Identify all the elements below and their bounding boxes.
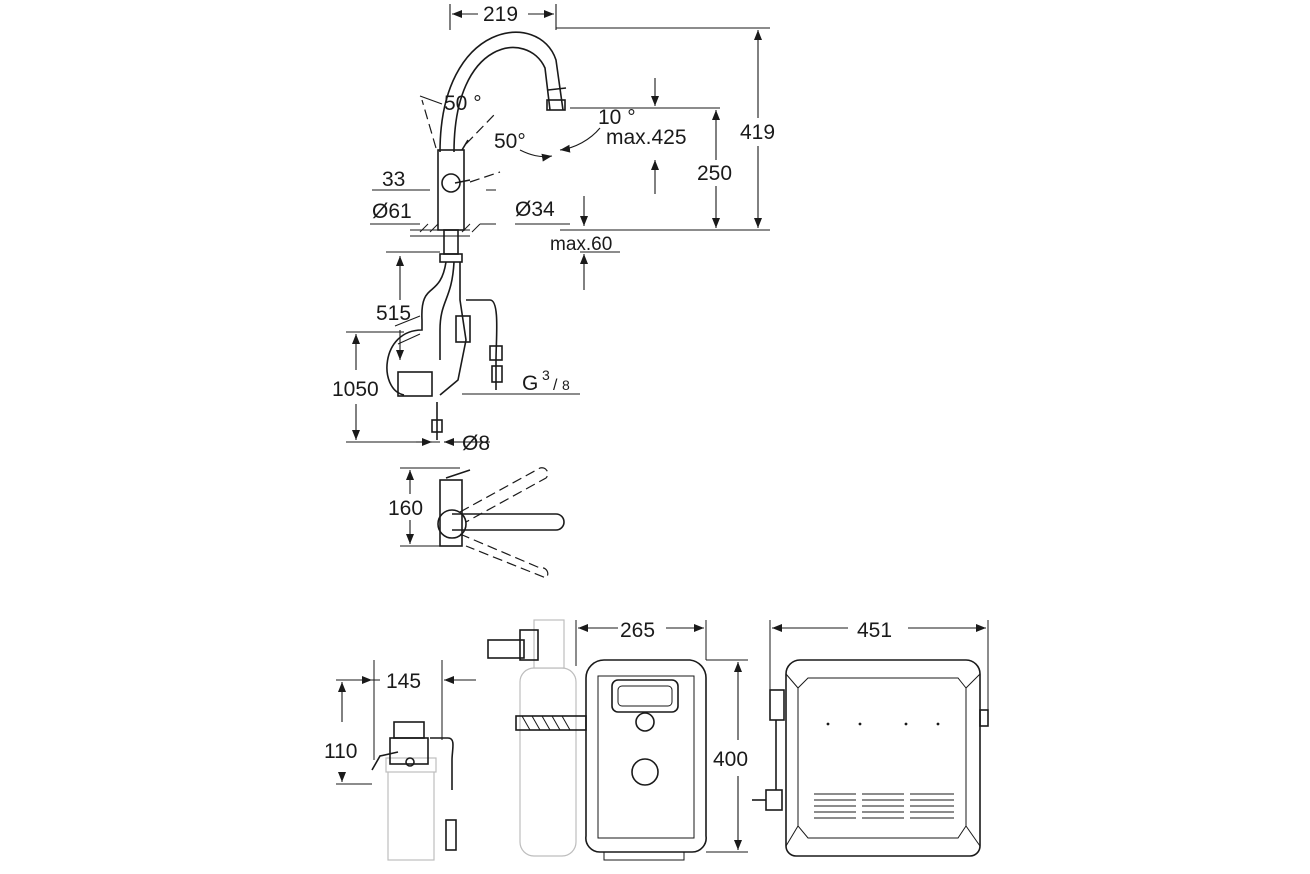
pipe-diameter-label: Ø8 (462, 432, 490, 455)
max-thickness-label: max.60 (550, 234, 612, 255)
chiller-width-label: 451 (857, 619, 892, 642)
faucet-side-view (386, 31, 567, 440)
tilt-label: 10 ° (598, 106, 636, 129)
faucet-width-label: 219 (483, 3, 518, 26)
connection-num-label: 3 (542, 367, 550, 383)
total-length-label: 1050 (332, 378, 379, 401)
angle-right-label: 50° (494, 130, 526, 153)
hose-length-label: 515 (376, 302, 411, 325)
hole-diameter-label: Ø34 (515, 198, 555, 221)
connection-label: G (522, 372, 538, 395)
max-height-label: max.425 (606, 126, 687, 149)
connection-slash: / (553, 377, 558, 394)
chiller-front-view (752, 620, 989, 857)
angle-left-label: 50 ° (444, 92, 482, 115)
dimension-labels: 219 50 ° 50° 10 ° max.425 250 419 33 Ø61… (324, 3, 892, 771)
base-diameter-label: Ø61 (372, 200, 412, 223)
filter-width-label: 145 (386, 670, 421, 693)
chiller-depth-label: 265 (620, 619, 655, 642)
chiller-side-view (487, 619, 748, 861)
spout-height-label: 250 (697, 162, 732, 185)
filter-height-label: 110 (324, 740, 357, 763)
base-offset-label: 33 (382, 168, 405, 191)
filter-unit (336, 660, 476, 861)
faucet-dimensions (346, 4, 770, 446)
connection-den-label: 8 (562, 377, 570, 393)
swivel-top-view (400, 467, 565, 579)
total-height-label: 419 (740, 121, 775, 144)
swivel-height-label: 160 (388, 497, 423, 520)
chiller-height-label: 400 (713, 748, 748, 771)
